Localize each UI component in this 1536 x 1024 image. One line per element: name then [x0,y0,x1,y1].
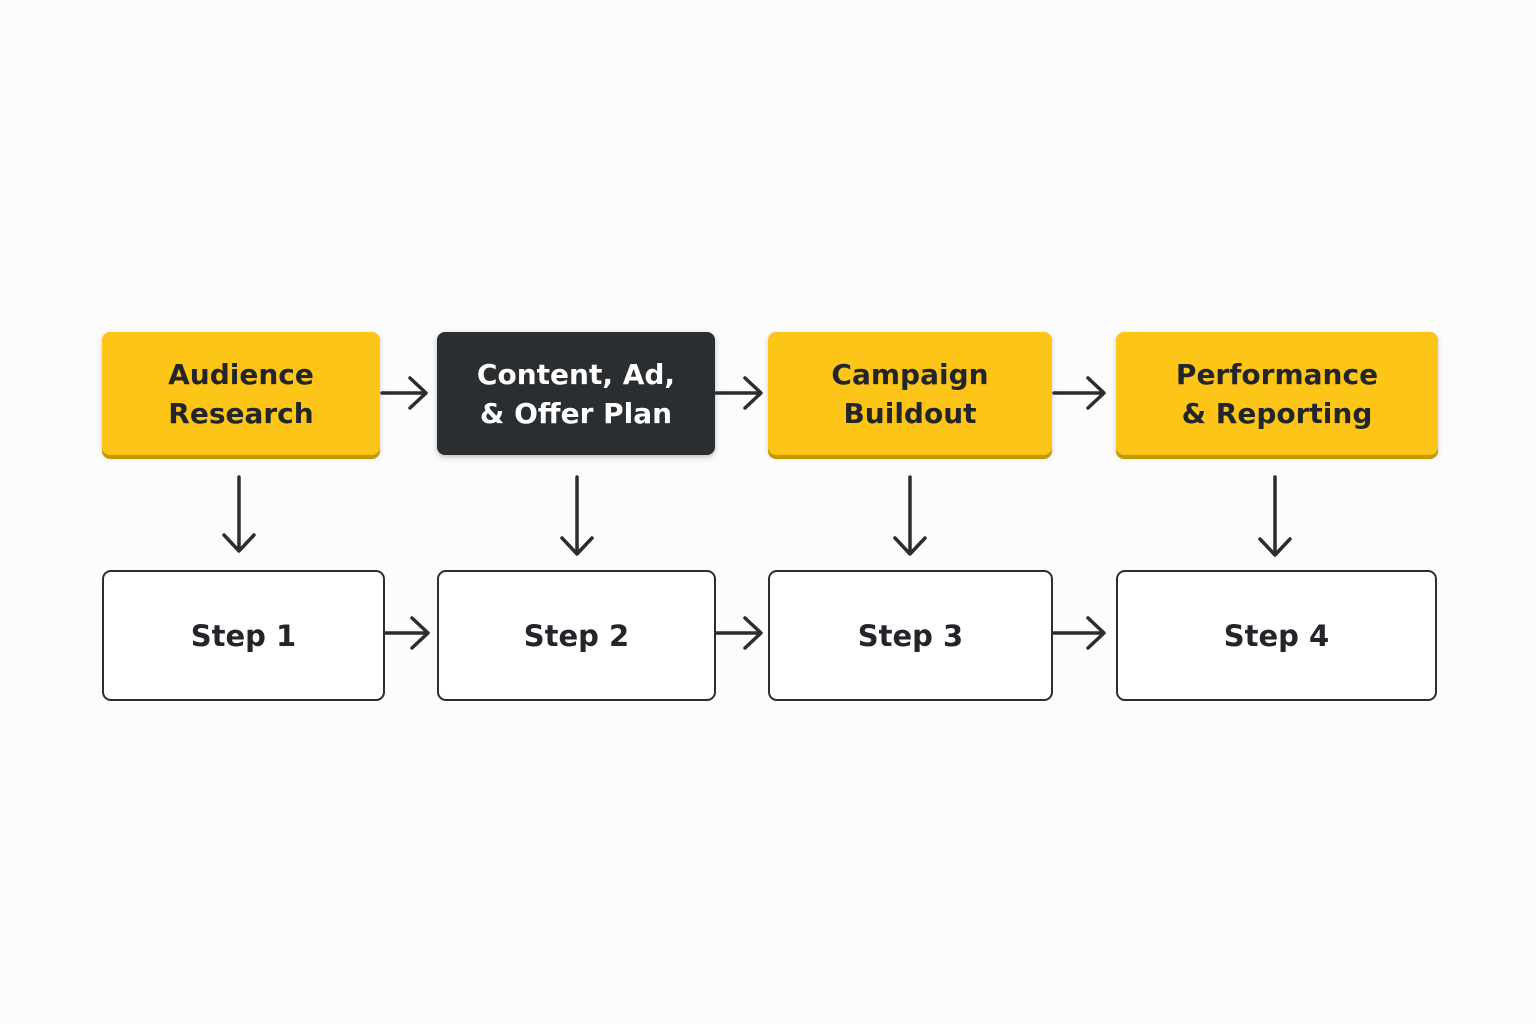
step-box-2: Step 2 [437,570,716,701]
arrow-right-icon [384,616,430,650]
step-box-4: Step 4 [1116,570,1437,701]
phase-box-performance-reporting: Performance & Reporting [1116,332,1438,455]
step-label: Step 2 [523,618,630,653]
step-box-3: Step 3 [768,570,1053,701]
arrow-right-icon [1052,616,1106,650]
arrow-right-icon [1052,376,1106,410]
arrow-right-icon [380,376,428,410]
phase-label: Content, Ad, & Offer Plan [476,357,676,430]
phase-label: Campaign Buildout [831,357,989,430]
arrow-down-icon [560,475,594,556]
phase-box-content-ad-offer-plan: Content, Ad, & Offer Plan [437,332,715,455]
step-box-1: Step 1 [102,570,385,701]
arrow-right-icon [715,616,763,650]
phase-box-audience-research: Audience Research [102,332,380,455]
phase-label: Performance & Reporting [1175,357,1379,430]
arrow-down-icon [893,475,927,556]
arrow-down-icon [1258,475,1292,557]
arrow-right-icon [714,376,763,410]
phase-label: Audience Research [168,357,314,430]
phase-box-campaign-buildout: Campaign Buildout [768,332,1052,455]
step-label: Step 3 [857,618,964,653]
step-label: Step 4 [1223,618,1330,653]
arrow-down-icon [222,475,256,553]
step-label: Step 1 [190,618,297,653]
